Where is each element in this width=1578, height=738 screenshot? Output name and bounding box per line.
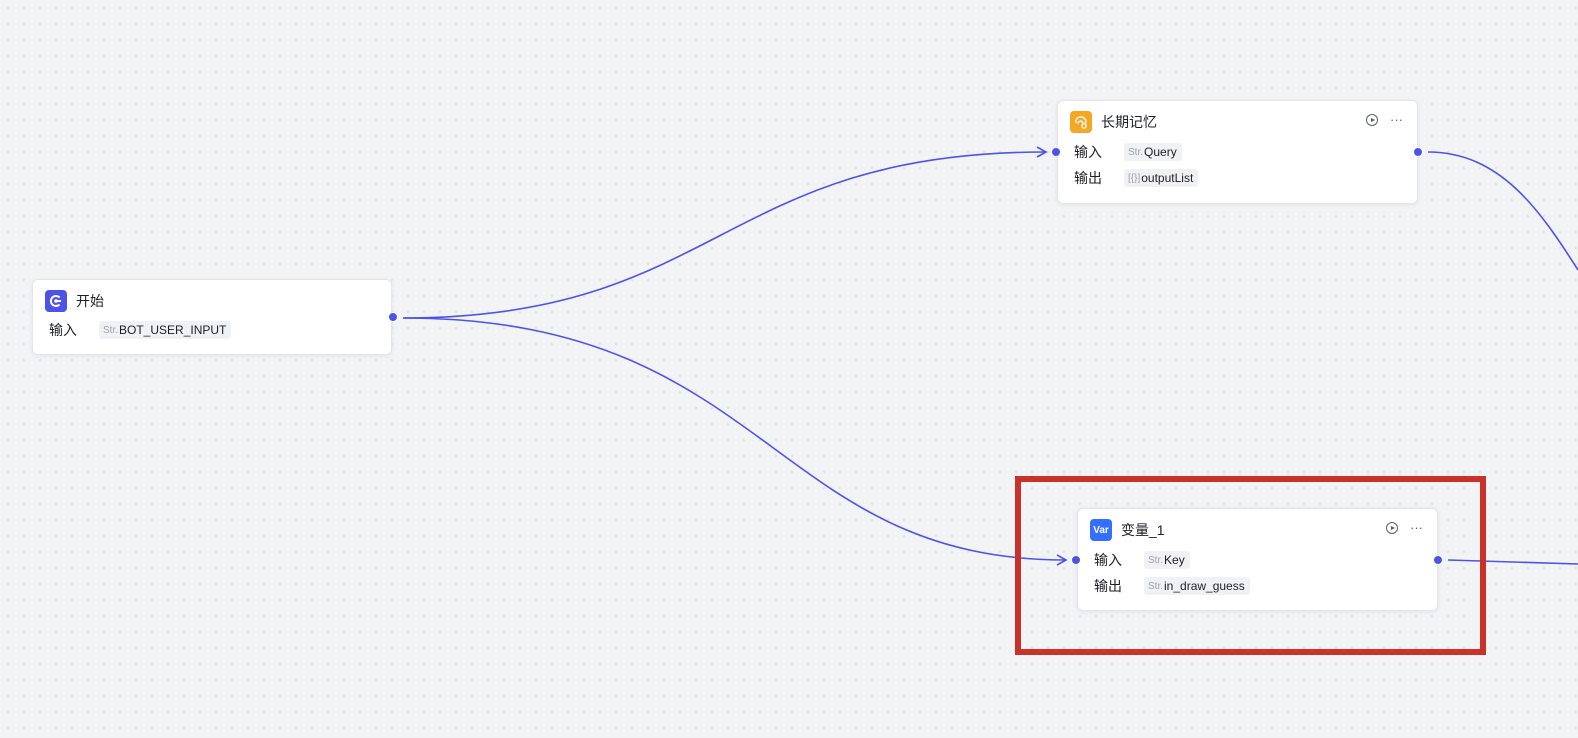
memory-output-port[interactable] xyxy=(1413,147,1423,157)
variable-output-port[interactable] xyxy=(1433,555,1443,565)
edge-start-to-variable[interactable] xyxy=(402,317,1068,566)
highlight-box xyxy=(1015,476,1486,655)
memory-node-actions: ··· xyxy=(1366,112,1403,127)
variable-name: Query xyxy=(1144,145,1177,159)
start-node[interactable]: 开始 输入 Str. BOT_USER_INPUT xyxy=(32,279,392,355)
start-input-tag: Str. BOT_USER_INPUT xyxy=(99,321,232,339)
memory-node-title: 长期记忆 xyxy=(1101,114,1157,130)
start-output-port[interactable] xyxy=(388,312,398,322)
start-node-header: 开始 xyxy=(45,290,104,312)
edge-memory-out[interactable] xyxy=(1427,151,1578,271)
variable-output-tag: Str. in_draw_guess xyxy=(1144,577,1250,595)
run-icon[interactable] xyxy=(1366,114,1378,126)
variable-node-actions: ··· xyxy=(1386,520,1423,535)
variable-node[interactable]: Var 变量_1 ··· 输入 Str. Key 输出 Str. in_draw… xyxy=(1077,508,1438,611)
variable-input-tag: Str. Key xyxy=(1144,551,1190,569)
edge-start-to-memory[interactable] xyxy=(402,146,1048,319)
variable-input-row: 输入 Str. Key xyxy=(1094,550,1190,570)
more-icon[interactable]: ··· xyxy=(1410,520,1423,535)
memory-output-label: 输出 xyxy=(1074,170,1102,186)
start-node-title: 开始 xyxy=(76,293,104,309)
variable-node-title: 变量_1 xyxy=(1121,522,1165,538)
type-badge: Str. xyxy=(1128,146,1144,158)
memory-node[interactable]: 长期记忆 ··· 输入 Str. Query 输出 [{}] outputLis… xyxy=(1057,100,1418,204)
memory-input-label: 输入 xyxy=(1074,144,1102,160)
variable-input-label: 输入 xyxy=(1094,552,1122,568)
memory-output-row: 输出 [{}] outputList xyxy=(1074,168,1199,188)
variable-name: outputList xyxy=(1141,171,1194,185)
memory-icon xyxy=(1070,111,1092,133)
start-icon xyxy=(45,290,67,312)
run-icon[interactable] xyxy=(1386,522,1398,534)
start-input-label: 输入 xyxy=(49,322,77,338)
memory-node-header: 长期记忆 xyxy=(1070,111,1157,133)
memory-input-tag: Str. Query xyxy=(1124,143,1182,161)
variable-output-row: 输出 Str. in_draw_guess xyxy=(1094,576,1250,596)
type-badge: Str. xyxy=(1148,554,1164,566)
more-icon[interactable]: ··· xyxy=(1390,112,1403,127)
type-badge: Str. xyxy=(103,324,119,336)
variable-node-header: Var 变量_1 xyxy=(1090,519,1165,541)
variable-name: in_draw_guess xyxy=(1164,579,1245,593)
memory-input-port[interactable] xyxy=(1051,147,1061,157)
start-input-row: 输入 Str. BOT_USER_INPUT xyxy=(49,320,232,340)
edge-variable-out[interactable] xyxy=(1447,559,1578,565)
memory-output-tag: [{}] outputList xyxy=(1124,169,1199,187)
type-badge: [{}] xyxy=(1128,172,1141,184)
variable-name: BOT_USER_INPUT xyxy=(119,323,227,337)
memory-input-row: 输入 Str. Query xyxy=(1074,142,1182,162)
variable-input-port[interactable] xyxy=(1071,555,1081,565)
variable-icon: Var xyxy=(1090,519,1112,541)
variable-name: Key xyxy=(1164,553,1185,567)
variable-output-label: 输出 xyxy=(1094,578,1122,594)
type-badge: Str. xyxy=(1148,580,1164,592)
